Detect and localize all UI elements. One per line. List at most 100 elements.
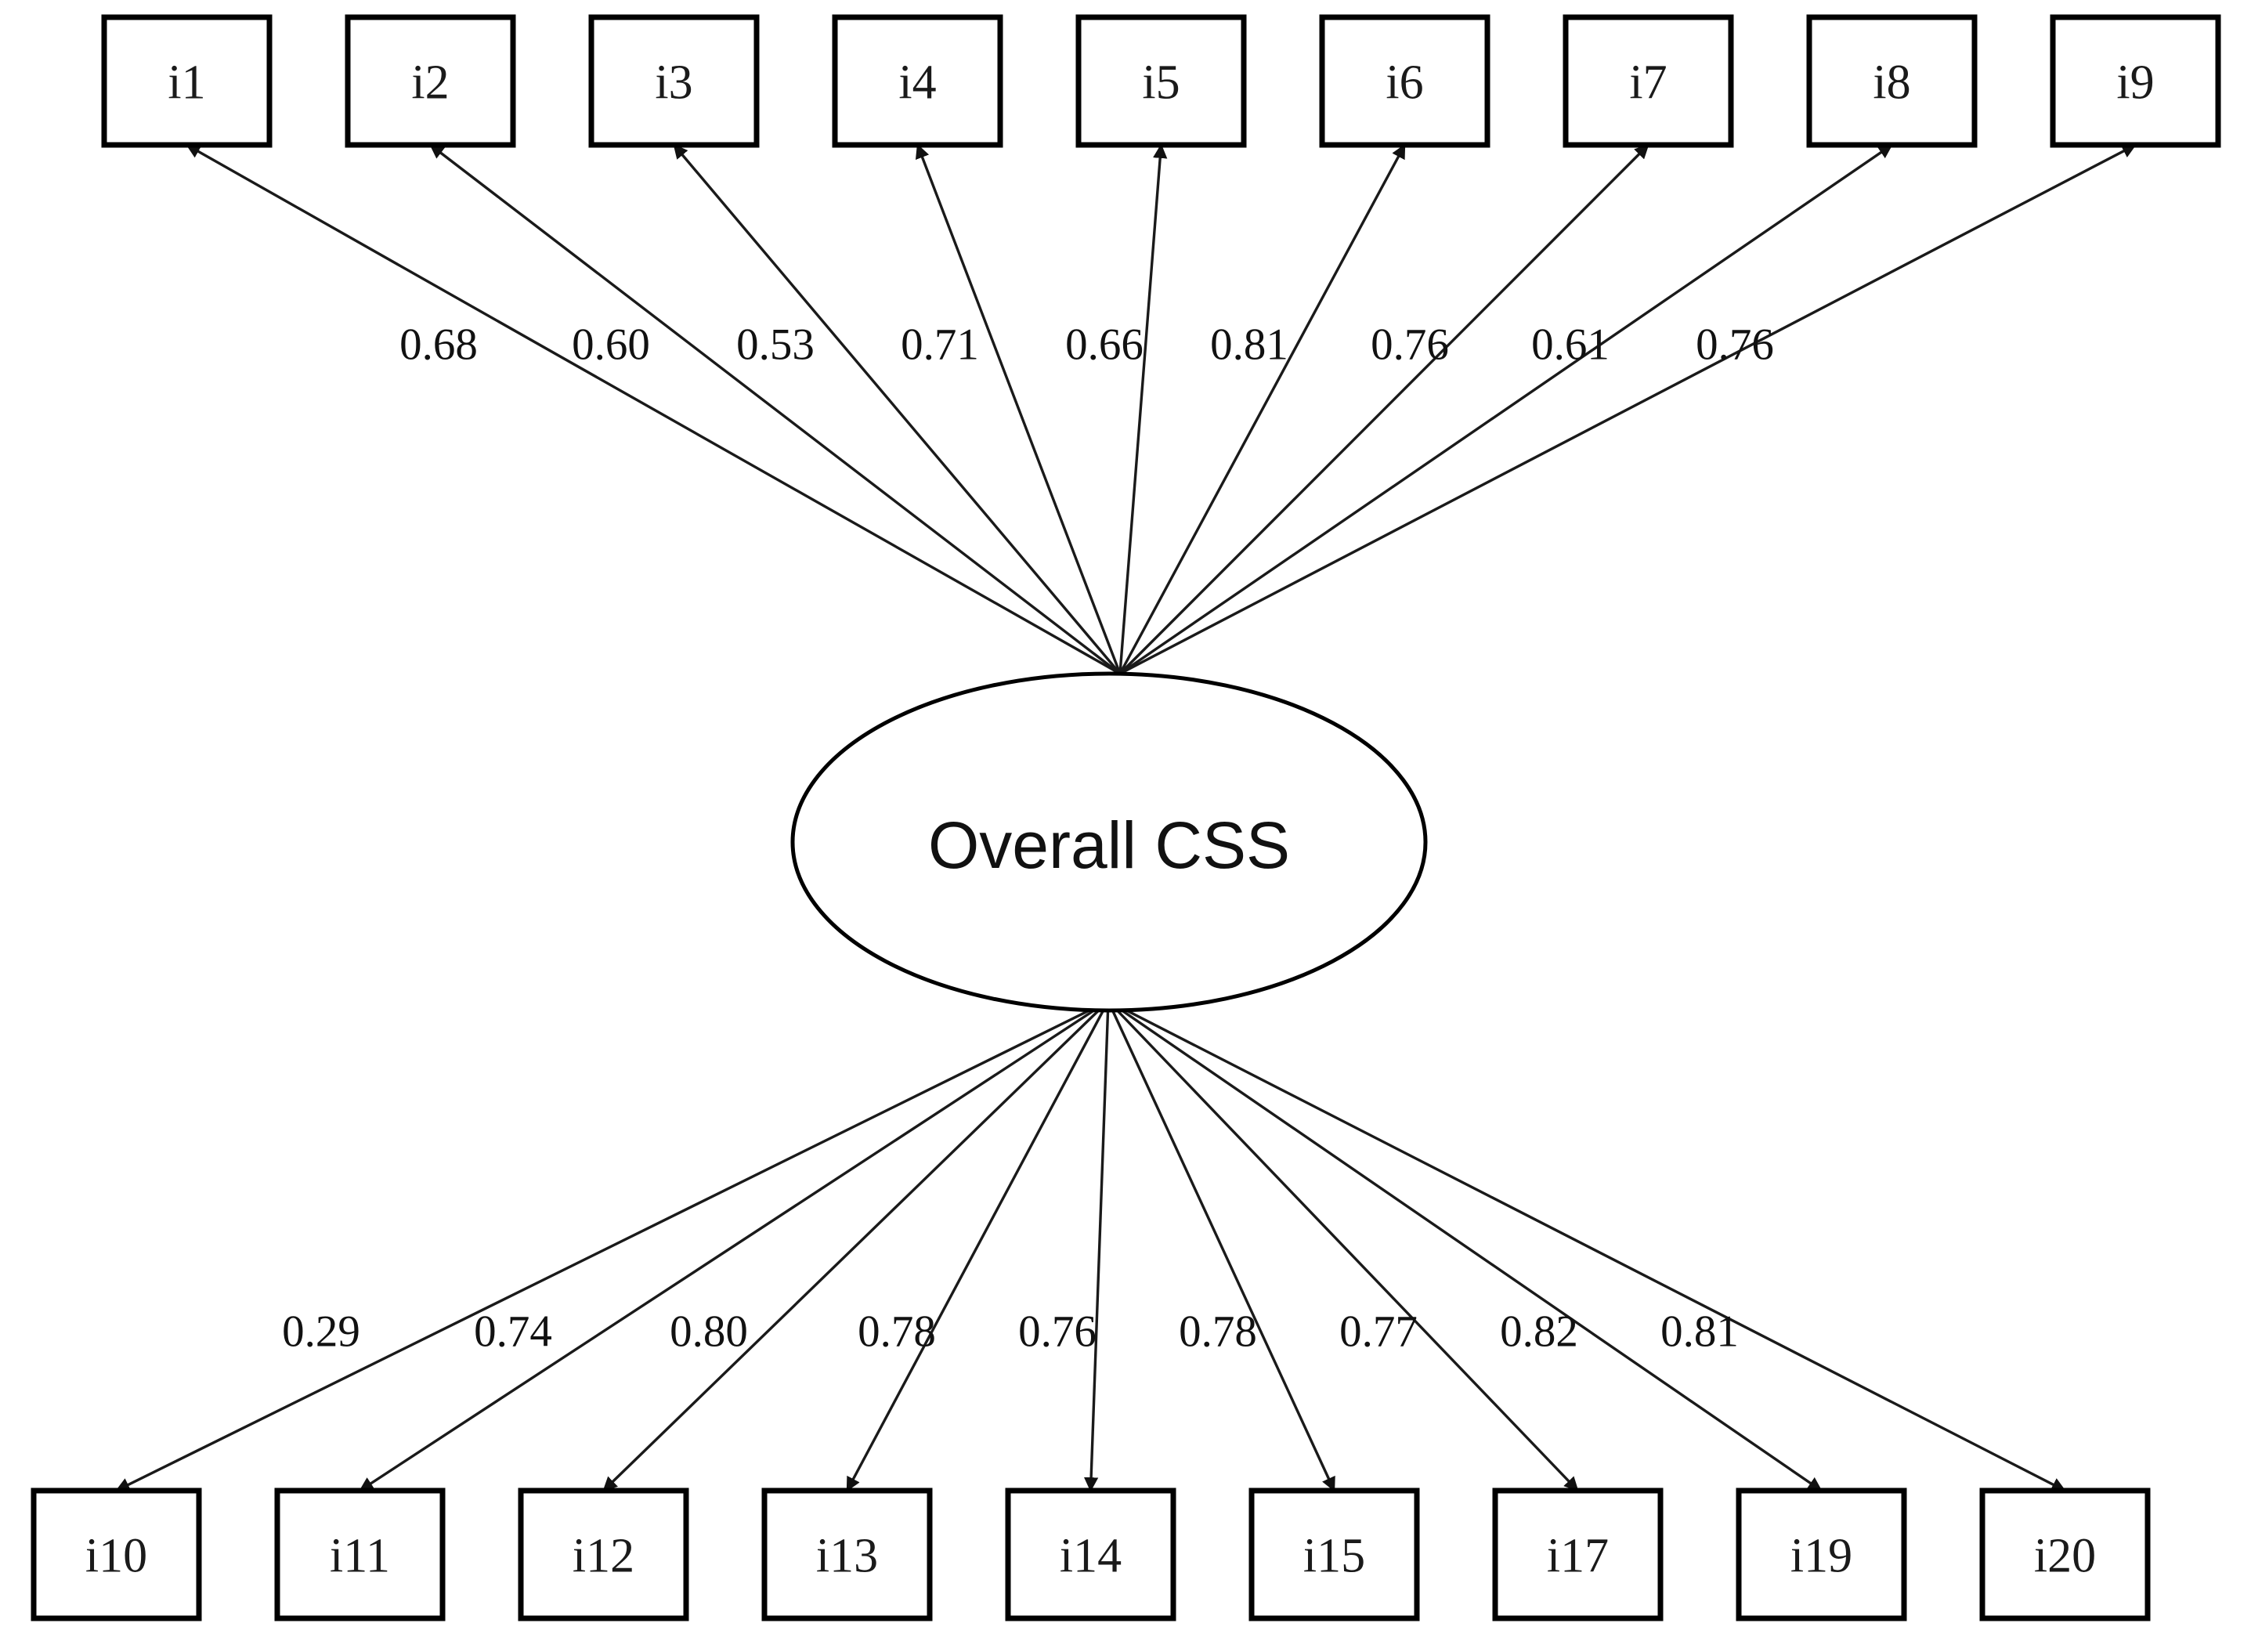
loading-value-i19: 0.82 xyxy=(1500,1307,1578,1357)
indicator-label-i8: i8 xyxy=(1873,56,1910,110)
latent-factor-node[interactable]: Overall CSS xyxy=(790,671,1428,1013)
loading-value-i13: 0.78 xyxy=(858,1307,936,1357)
indicator-box-i4 xyxy=(832,14,1003,148)
loading-value-i6: 0.81 xyxy=(1210,320,1288,370)
upper-loading-label-group: 0.68 0.60 0.53 0.71 0.66 0.81 0.76 0.61 0.76 xyxy=(399,320,1774,370)
indicator-label-i17: i17 xyxy=(1547,1530,1609,1583)
lower-path-group xyxy=(115,1000,2066,1492)
indicator-box-i15 xyxy=(1248,1488,1420,1621)
indicator-label-i9: i9 xyxy=(2116,56,2154,110)
indicator-node-i15[interactable]: i15 xyxy=(1248,1488,1420,1621)
loading-value-i5: 0.66 xyxy=(1065,320,1144,370)
indicator-node-i20[interactable]: i20 xyxy=(1979,1488,2151,1621)
loading-path-i13[interactable] xyxy=(846,1000,1110,1492)
loading-path-i10[interactable] xyxy=(115,1000,1109,1492)
indicator-node-i5[interactable]: i5 xyxy=(1075,14,1247,148)
indicator-node-i14[interactable]: i14 xyxy=(1005,1488,1176,1621)
loading-value-i1: 0.68 xyxy=(399,320,478,370)
loading-path-i5[interactable] xyxy=(1118,143,1168,674)
indicator-label-i1: i1 xyxy=(168,56,205,110)
loading-value-i11: 0.74 xyxy=(474,1307,552,1357)
loading-path-i3[interactable] xyxy=(673,143,1122,675)
loading-value-i2: 0.60 xyxy=(572,320,650,370)
loading-path-i9[interactable] xyxy=(1119,143,2137,675)
indicator-label-i6: i6 xyxy=(1386,56,1423,110)
indicator-label-i2: i2 xyxy=(411,56,449,110)
loading-value-i10: 0.29 xyxy=(282,1307,360,1357)
indicator-node-i9[interactable]: i9 xyxy=(2050,14,2221,148)
indicator-node-i2[interactable]: i2 xyxy=(345,14,516,148)
indicator-node-i7[interactable]: i7 xyxy=(1563,14,1734,148)
loading-path-i8[interactable] xyxy=(1119,143,1893,675)
indicator-node-i19[interactable]: i19 xyxy=(1736,1488,1907,1621)
indicator-box-i7 xyxy=(1563,14,1734,148)
loading-path-i4[interactable] xyxy=(915,143,1122,674)
loading-path-i11[interactable] xyxy=(359,1000,1109,1492)
loading-path-i15[interactable] xyxy=(1107,1000,1336,1492)
indicator-node-i6[interactable]: i6 xyxy=(1319,14,1490,148)
loading-value-i14: 0.76 xyxy=(1018,1307,1097,1357)
loading-path-i14[interactable] xyxy=(1083,1000,1110,1492)
loading-path-i19[interactable] xyxy=(1107,1000,1823,1492)
loading-path-i1[interactable] xyxy=(186,143,1121,675)
indicator-box-i9 xyxy=(2050,14,2221,148)
indicator-box-i20 xyxy=(1979,1488,2151,1621)
indicator-node-i1[interactable]: i1 xyxy=(101,14,273,148)
indicator-node-i13[interactable]: i13 xyxy=(761,1488,933,1621)
indicator-box-i8 xyxy=(1806,14,1978,148)
indicator-label-i20: i20 xyxy=(2034,1530,2096,1583)
loading-path-i20[interactable] xyxy=(1107,1000,2066,1492)
indicator-label-i7: i7 xyxy=(1629,56,1667,110)
indicator-box-i10 xyxy=(31,1488,202,1621)
indicator-box-i19 xyxy=(1736,1488,1907,1621)
indicator-box-i17 xyxy=(1492,1488,1664,1621)
indicator-label-i5: i5 xyxy=(1142,56,1180,110)
indicator-label-i11: i11 xyxy=(330,1530,390,1583)
indicator-box-i13 xyxy=(761,1488,933,1621)
indicator-label-i10: i10 xyxy=(85,1530,147,1583)
latent-ellipse xyxy=(790,671,1428,1013)
loading-value-i8: 0.61 xyxy=(1531,320,1610,370)
indicator-box-i2 xyxy=(345,14,516,148)
top-indicator-group: i1 i2 i3 i4 i5 i6 i7 i8 i9 xyxy=(101,14,2221,148)
latent-factor-label: Overall CSS xyxy=(928,808,1290,882)
loading-value-i9: 0.76 xyxy=(1696,320,1774,370)
loading-path-i2[interactable] xyxy=(429,143,1122,675)
indicator-label-i19: i19 xyxy=(1790,1530,1852,1583)
indicator-label-i3: i3 xyxy=(655,56,692,110)
indicator-label-i14: i14 xyxy=(1060,1530,1122,1583)
loading-path-i6[interactable] xyxy=(1118,143,1406,674)
bottom-indicator-group: i10 i11 i12 i13 i14 i15 i17 i19 i20 xyxy=(31,1488,2151,1621)
indicator-node-i4[interactable]: i4 xyxy=(832,14,1003,148)
loading-path-i7[interactable] xyxy=(1118,143,1649,675)
indicator-node-i8[interactable]: i8 xyxy=(1806,14,1978,148)
indicator-box-i3 xyxy=(588,14,760,148)
indicator-node-i11[interactable]: i11 xyxy=(274,1488,446,1621)
loading-path-i17[interactable] xyxy=(1107,1000,1579,1492)
indicator-node-i17[interactable]: i17 xyxy=(1492,1488,1664,1621)
loading-value-i3: 0.53 xyxy=(736,320,815,370)
indicator-node-i10[interactable]: i10 xyxy=(31,1488,202,1621)
upper-path-group xyxy=(186,143,2137,675)
indicator-label-i4: i4 xyxy=(898,56,936,110)
indicator-box-i11 xyxy=(274,1488,446,1621)
indicator-box-i6 xyxy=(1319,14,1490,148)
loading-value-i12: 0.80 xyxy=(670,1307,748,1357)
indicator-label-i13: i13 xyxy=(816,1530,878,1583)
indicator-label-i15: i15 xyxy=(1303,1530,1365,1583)
loading-value-i15: 0.78 xyxy=(1179,1307,1257,1357)
indicator-box-i12 xyxy=(518,1488,689,1621)
indicator-node-i3[interactable]: i3 xyxy=(588,14,760,148)
indicator-box-i5 xyxy=(1075,14,1247,148)
loading-value-i20: 0.81 xyxy=(1660,1307,1739,1357)
loading-path-i12[interactable] xyxy=(602,1000,1110,1492)
loading-value-i7: 0.76 xyxy=(1371,320,1449,370)
indicator-box-i14 xyxy=(1005,1488,1176,1621)
loading-value-i4: 0.71 xyxy=(901,320,979,370)
indicator-box-i1 xyxy=(101,14,273,148)
indicator-label-i12: i12 xyxy=(573,1530,634,1583)
indicator-node-i12[interactable]: i12 xyxy=(518,1488,689,1621)
